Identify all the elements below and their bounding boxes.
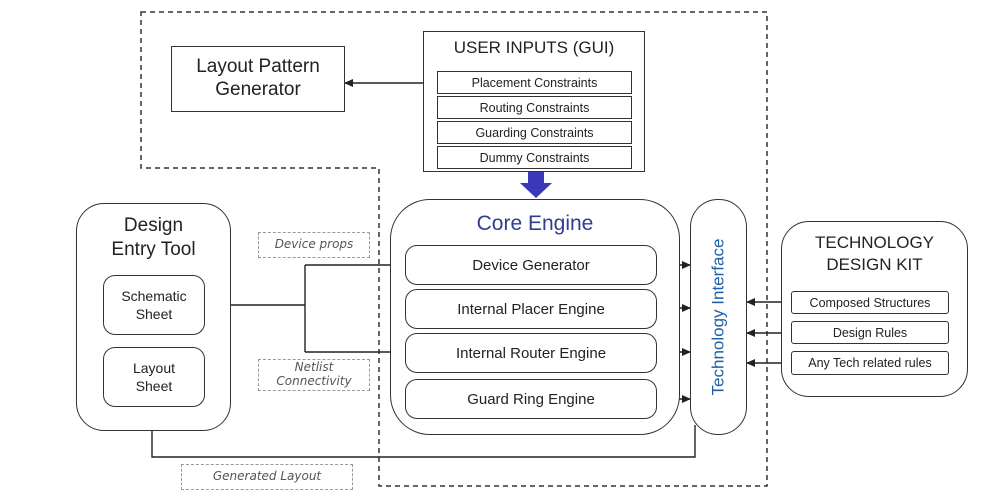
- schematic-sheet: Schematic Sheet: [103, 275, 205, 335]
- down-arrow-icon: [520, 172, 552, 198]
- internal-router-engine: Internal Router Engine: [405, 333, 657, 373]
- generated-layout-label: Generated Layout: [181, 464, 353, 490]
- dummy-constraints: Dummy Constraints: [437, 146, 632, 169]
- internal-placer-engine: Internal Placer Engine: [405, 289, 657, 329]
- design-entry-tool-title: Design Entry Tool: [111, 215, 196, 260]
- netlist-connectivity-label: Netlist Connectivity: [258, 359, 370, 391]
- device-generator: Device Generator: [405, 245, 657, 285]
- guard-ring-engine: Guard Ring Engine: [405, 379, 657, 419]
- system-boundary: [140, 11, 768, 487]
- core-engine-title: Core Engine: [476, 212, 594, 235]
- placement-constraints: Placement Constraints: [437, 71, 632, 94]
- design-rules: Design Rules: [791, 321, 949, 344]
- layout-pattern-generator: Layout Pattern Generator: [171, 46, 345, 112]
- guarding-constraints: Guarding Constraints: [437, 121, 632, 144]
- tdk-title: TECHNOLOGY DESIGN KIT: [814, 233, 935, 275]
- user-inputs-title: USER INPUTS (GUI): [453, 38, 615, 57]
- routing-constraints: Routing Constraints: [437, 96, 632, 119]
- tech-related-rules: Any Tech related rules: [791, 351, 949, 375]
- technology-interface-label: Technology Interface: [708, 238, 728, 396]
- arrow-generated-layout: [148, 411, 696, 458]
- layout-sheet: Layout Sheet: [103, 347, 205, 407]
- composed-structures: Composed Structures: [791, 291, 949, 314]
- device-props-label: Device props: [258, 232, 370, 258]
- technology-interface: Technology Interface: [690, 199, 747, 435]
